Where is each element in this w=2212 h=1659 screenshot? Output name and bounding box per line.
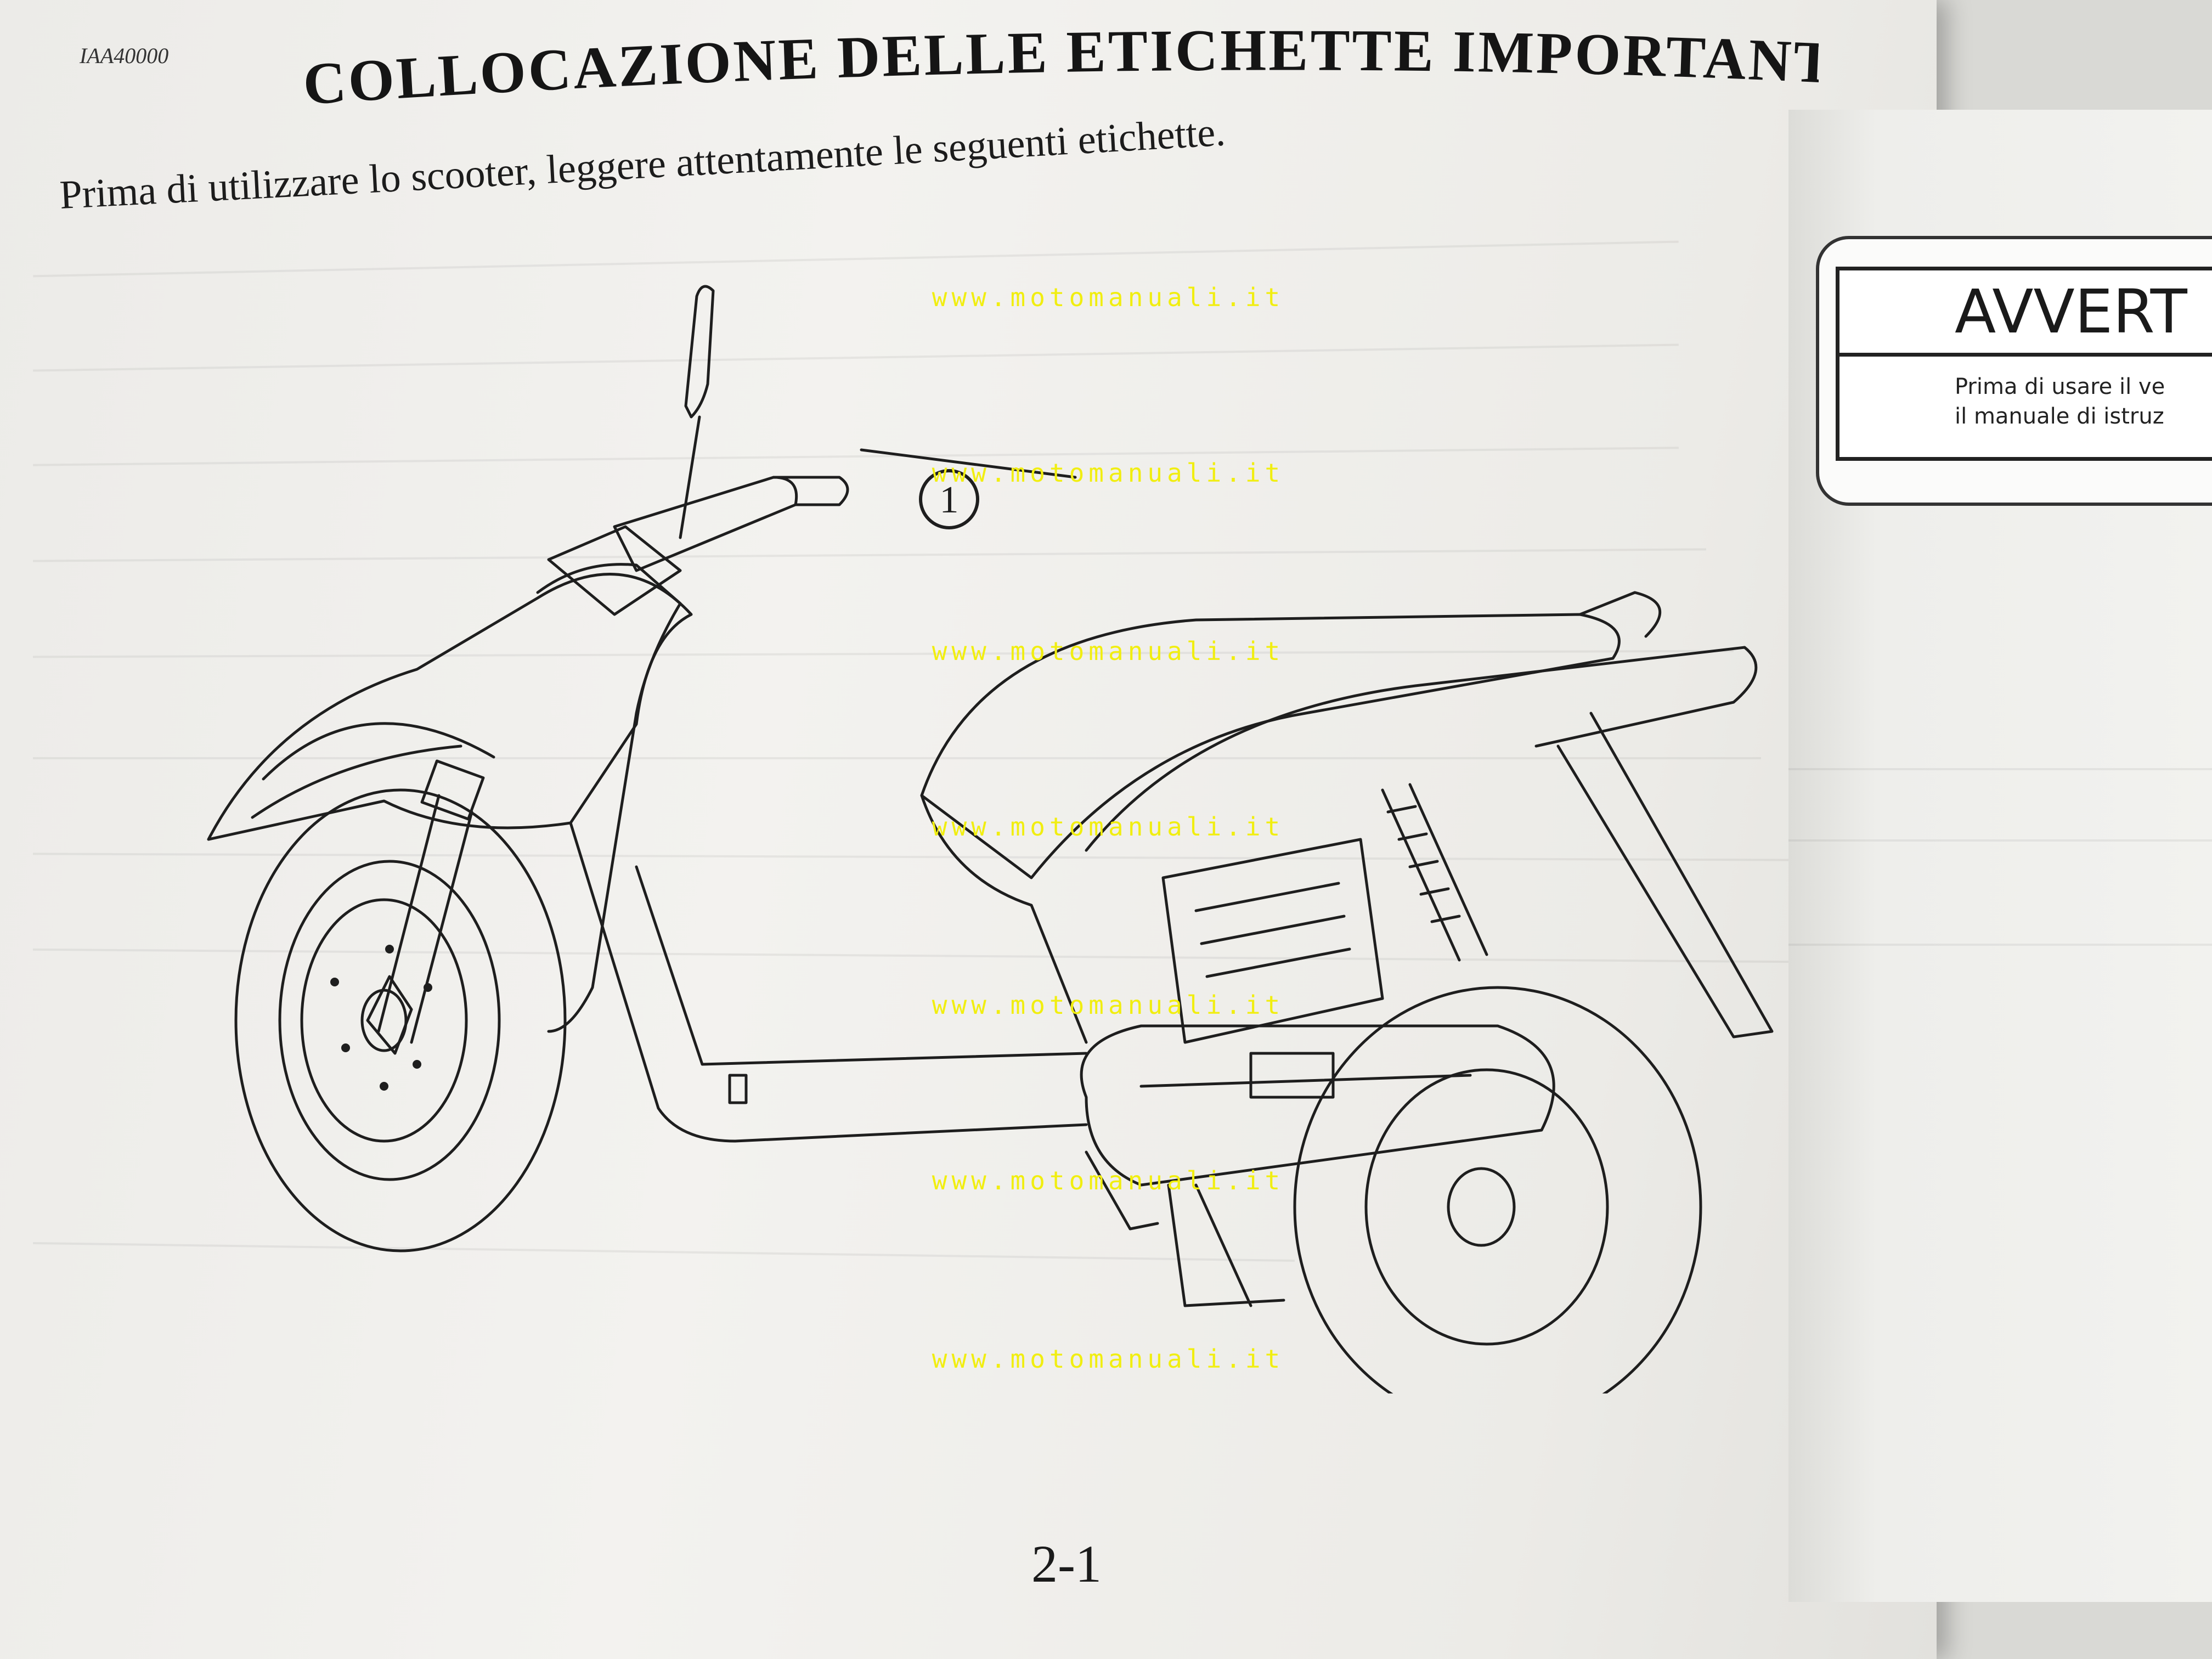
intro-text-line: Prima di utilizzare lo scooter, leggere … bbox=[59, 109, 1227, 218]
rear-grab-rail bbox=[1578, 591, 1662, 638]
rear-shock bbox=[1381, 783, 1488, 962]
watermark: www.motomanuali.it bbox=[932, 990, 1285, 1020]
front-brake-disc bbox=[300, 898, 468, 1143]
fork-top bbox=[420, 759, 485, 821]
warning-body: Prima di usare il ve il manuale di istru… bbox=[1839, 357, 2212, 431]
side-panel bbox=[920, 794, 1088, 1044]
intro-text: Prima di utilizzare lo scooter, leggere … bbox=[59, 77, 1542, 241]
floorboard-inner bbox=[635, 865, 1088, 1066]
show-through-line bbox=[1788, 768, 2212, 770]
shock-spring bbox=[1386, 805, 1461, 923]
engine-fins bbox=[1194, 882, 1351, 978]
warning-line-2: il manuale di istruz bbox=[1955, 404, 2164, 429]
floorboard-front bbox=[569, 821, 1088, 1143]
watermark: www.motomanuali.it bbox=[932, 812, 1285, 842]
shield-detail bbox=[251, 744, 462, 819]
page-title: COLLOCAZIONE DELLE ETICHETTE IMPORTANTI bbox=[292, 0, 1835, 132]
callout-1: 1 bbox=[919, 469, 979, 529]
front-fender bbox=[262, 722, 495, 781]
manual-page: IAA40000 COLLOCAZIONE DELLE ETICHETTE IM… bbox=[0, 0, 1937, 1659]
section-code: IAA40000 bbox=[80, 43, 169, 68]
headlight-cover bbox=[547, 525, 682, 616]
mirror bbox=[684, 285, 715, 419]
front-tire bbox=[234, 788, 567, 1252]
front-rim bbox=[278, 860, 501, 1181]
rear-rim bbox=[1364, 1068, 1609, 1346]
cover-badge bbox=[1249, 1052, 1335, 1099]
cover-detail bbox=[1139, 1074, 1472, 1088]
svg-text:Prima di utilizzare lo scooter: Prima di utilizzare lo scooter, leggere … bbox=[60, 109, 1227, 218]
rear-tire bbox=[1293, 986, 1702, 1393]
rear-body bbox=[1085, 646, 1758, 852]
mirror-stem bbox=[679, 415, 701, 539]
warning-label: AVVERT Prima di usare il ve il manuale d… bbox=[1816, 236, 2212, 506]
show-through-line bbox=[33, 757, 1761, 759]
front-fork bbox=[377, 794, 473, 1044]
callout-leader bbox=[860, 448, 1077, 479]
scooter-drawing bbox=[207, 285, 1774, 1393]
warning-line-1: Prima di usare il ve bbox=[1955, 374, 2165, 399]
seat bbox=[920, 613, 1621, 879]
center-stand bbox=[1167, 1183, 1285, 1307]
engine-block bbox=[1161, 838, 1384, 1044]
rear-fender bbox=[1556, 712, 1774, 1039]
side-bracket bbox=[1085, 1150, 1159, 1231]
watermark: www.motomanuali.it bbox=[932, 636, 1285, 666]
intro-svg: Prima di utilizzare lo scooter, leggere … bbox=[59, 109, 1227, 218]
watermark: www.motomanuali.it bbox=[932, 283, 1285, 312]
brake-caliper bbox=[366, 975, 413, 1055]
floor-detail bbox=[728, 1074, 748, 1104]
handlebar bbox=[613, 476, 798, 572]
warning-label-inner: AVVERT Prima di usare il ve il manuale d… bbox=[1836, 267, 2212, 461]
page-title-svg: COLLOCAZIONE DELLE ETICHETTE IMPORTANTI bbox=[292, 0, 1835, 117]
watermark: www.motomanuali.it bbox=[932, 1166, 1285, 1195]
rear-hub bbox=[1447, 1167, 1516, 1247]
page-number: 2-1 bbox=[1031, 1534, 1102, 1593]
show-through-line bbox=[1788, 944, 2212, 946]
watermark: www.motomanuali.it bbox=[932, 1344, 1285, 1374]
transmission-cover bbox=[1080, 1024, 1555, 1187]
watermark: www.motomanuali.it bbox=[932, 458, 1285, 488]
front-shield bbox=[207, 573, 693, 841]
handle-grip bbox=[772, 476, 849, 506]
show-through-line bbox=[1788, 839, 2212, 842]
warning-heading: AVVERT bbox=[1839, 270, 2212, 357]
callout-number: 1 bbox=[940, 479, 959, 521]
